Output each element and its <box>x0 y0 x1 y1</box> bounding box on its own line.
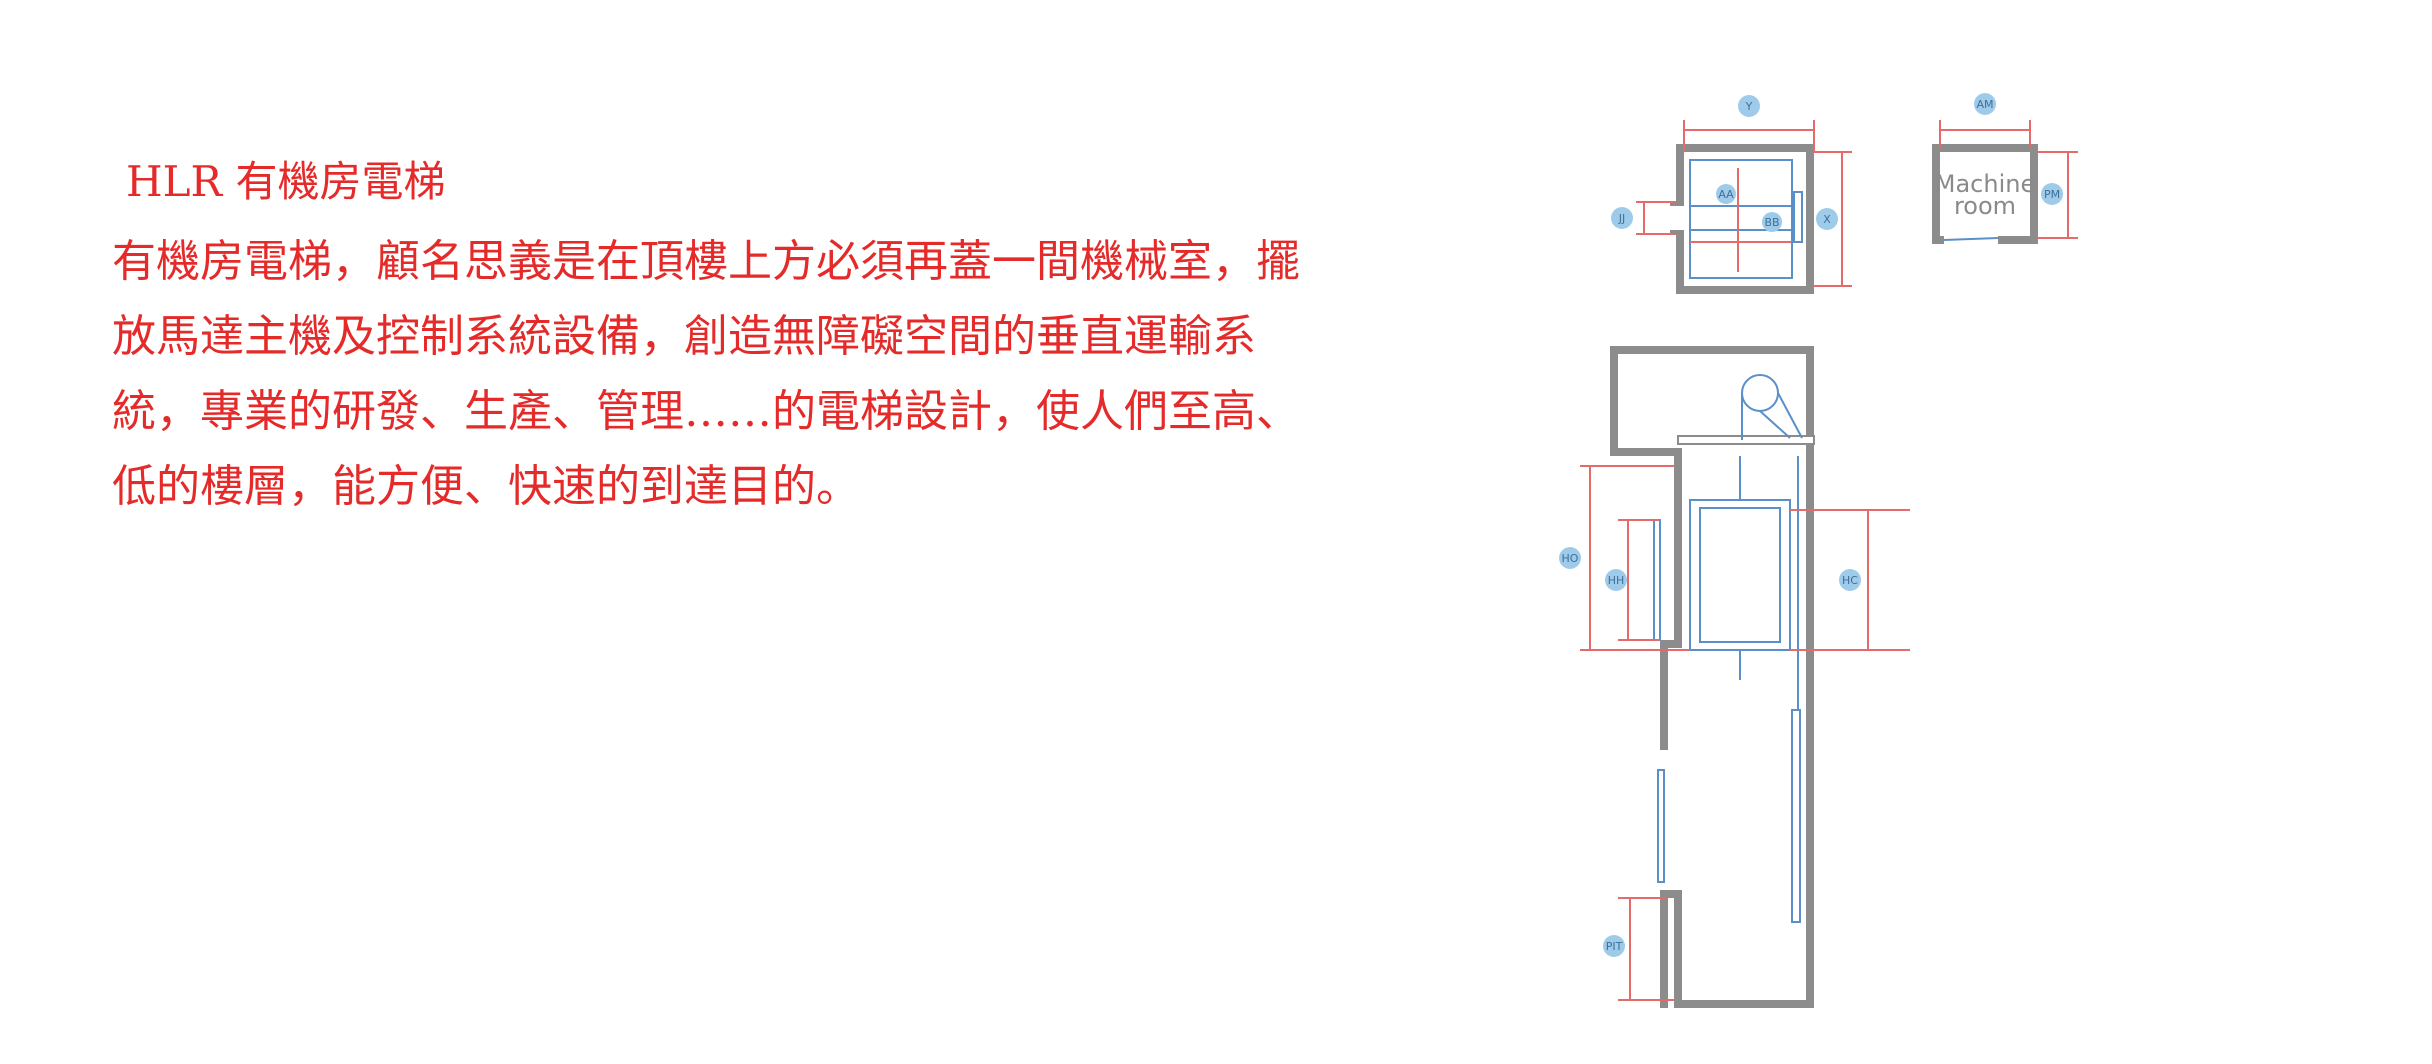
description-paragraph: 有機房電梯，顧名思義是在頂樓上方必須再蓋一間機械室，擺放馬達主機及控制系統設備，… <box>112 236 1300 512</box>
machine-room-section <box>1610 346 1815 456</box>
dimension-hc: HC <box>1790 509 1910 651</box>
ho-badge: HO <box>1559 547 1581 569</box>
svg-text:JJ: JJ <box>1618 212 1626 225</box>
svg-text:PIT: PIT <box>1606 940 1623 953</box>
dimension-x: X <box>1814 151 1852 287</box>
machine-room-plan: Machine room <box>1932 144 2038 244</box>
bb-badge: BB <box>1762 212 1782 232</box>
pit-badge: PIT <box>1603 935 1625 957</box>
svg-text:AM: AM <box>1976 98 1993 111</box>
svg-text:BB: BB <box>1764 216 1779 229</box>
dimension-pit: PIT <box>1603 897 1674 1001</box>
x-badge: X <box>1816 208 1838 230</box>
dimension-jj: JJ <box>1611 201 1676 235</box>
dimension-am: AM <box>1939 93 2031 148</box>
svg-text:HC: HC <box>1842 574 1858 587</box>
jj-badge: JJ <box>1611 207 1633 229</box>
dimension-ho: HO <box>1559 465 1690 651</box>
svg-text:AA: AA <box>1718 188 1734 201</box>
dimension-y: Y <box>1683 95 1815 152</box>
svg-text:HH: HH <box>1608 574 1625 587</box>
am-badge: AM <box>1974 93 1996 115</box>
svg-text:HO: HO <box>1562 552 1579 565</box>
pm-badge: PM <box>2041 183 2063 205</box>
svg-text:X: X <box>1823 213 1831 226</box>
dimension-hh: HH <box>1605 519 1660 641</box>
description-block: HLR 有機房電梯 有機房電梯，顧名思義是在頂樓上方必須再蓋一間機械室，擺放馬達… <box>112 150 1342 524</box>
machine-room-label-line1: Machine <box>1935 170 2035 198</box>
page-title: HLR 有機房電梯 <box>126 157 446 206</box>
aa-badge: AA <box>1716 184 1736 204</box>
hoistway-plan <box>1670 144 1814 294</box>
elevator-drawing: Y X JJ AA BB Machine room <box>1559 93 2078 1008</box>
hh-badge: HH <box>1605 569 1627 591</box>
dimension-pm: PM <box>2038 151 2078 239</box>
y-badge: Y <box>1738 95 1760 117</box>
hc-badge: HC <box>1839 569 1861 591</box>
svg-text:PM: PM <box>2044 188 2060 201</box>
svg-text:Y: Y <box>1745 100 1753 113</box>
machine-room-label-line2: room <box>1954 192 2016 220</box>
hoistway-section <box>1653 448 1814 1008</box>
